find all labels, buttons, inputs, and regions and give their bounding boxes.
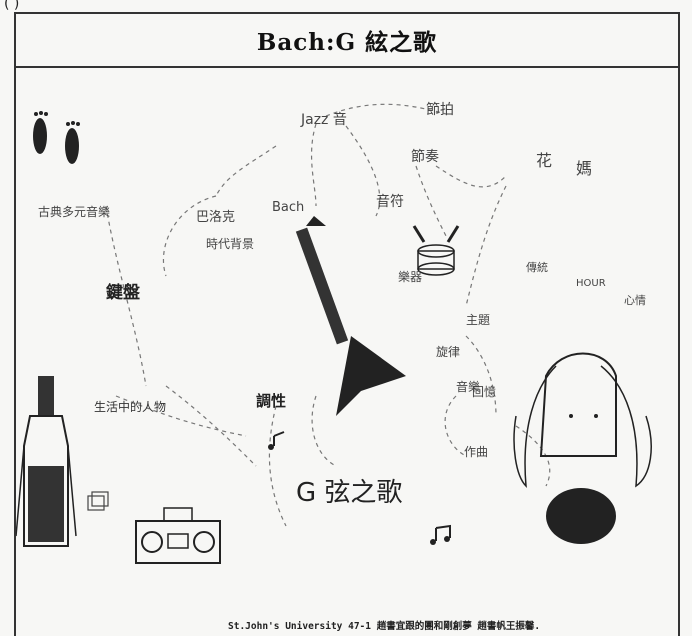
node-yinyue: 音樂 xyxy=(456,379,480,394)
connector xyxy=(345,125,381,217)
node-leftnote: 古典多元音樂 xyxy=(38,204,110,219)
node-jiezou: 節奏 xyxy=(411,148,439,165)
node-diaoxing: 調性 xyxy=(256,392,286,410)
node-instrument: 鍵盤 xyxy=(106,282,141,303)
mindmap-area: Jazz 音 節拍 節奏 音符 花 媽 古典多元音樂 巴洛克 Bach 時代背景… xyxy=(16,66,678,636)
node-life: 生活中的人物 xyxy=(94,399,166,414)
node-zhuti: 主題 xyxy=(466,313,490,327)
connector xyxy=(268,405,287,527)
drum-icon xyxy=(412,225,460,276)
node-mama: 媽 xyxy=(576,159,592,178)
connector xyxy=(444,395,467,457)
footer-credit: St.John's University 47-1 趙書宜跟的團和剛創夢 趙書帆… xyxy=(228,621,541,632)
node-xuanlv: 旋律 xyxy=(436,345,460,359)
node-yuewu: 樂器 xyxy=(398,269,422,284)
connector xyxy=(325,103,447,117)
footprints-icon xyxy=(33,111,80,164)
connector xyxy=(465,335,497,417)
title-bar: Bach:G 絃之歌 xyxy=(16,14,678,68)
node-times: 時代背景 xyxy=(206,237,254,251)
node-baroque: 巴洛克 xyxy=(196,210,235,225)
node-feel: 心情 xyxy=(624,294,646,307)
connector xyxy=(215,145,277,197)
connector xyxy=(310,123,317,207)
worksheet-frame: Bach:G 絃之歌 xyxy=(14,12,680,636)
connector xyxy=(415,165,447,237)
node-center: G 弦之歌 xyxy=(296,478,402,508)
node-hua: 花 xyxy=(536,151,552,170)
connector xyxy=(465,185,507,307)
connector xyxy=(435,165,507,188)
bottle-icon xyxy=(16,376,77,547)
guitar-icon xyxy=(295,216,406,416)
connector xyxy=(311,395,337,467)
corner-text: ( ) xyxy=(4,0,20,12)
node-jazz: Jazz 音 xyxy=(300,111,347,128)
node-jieqi: 節拍 xyxy=(426,101,454,118)
radio-icon xyxy=(135,507,221,564)
node-chuantong: 傳統 xyxy=(526,260,548,274)
node-huiyi: 回憶 xyxy=(472,384,496,399)
node-bach: Bach xyxy=(272,200,304,215)
gift-box-icon xyxy=(87,491,109,511)
page-title: Bach:G 絃之歌 xyxy=(256,29,438,56)
mindmap-drawing: Jazz 音 節拍 節奏 音符 花 媽 古典多元音樂 巴洛克 Bach 時代背景… xyxy=(16,101,652,564)
connector xyxy=(165,385,257,467)
connector xyxy=(162,195,217,277)
music-note-icon xyxy=(268,431,451,545)
girl-doodle-icon xyxy=(513,352,652,544)
node-zuoqu: 作曲 xyxy=(464,445,488,459)
node-hours: HOUR xyxy=(576,278,606,289)
connector xyxy=(115,395,247,437)
node-yinfu: 音符 xyxy=(376,193,404,210)
connector xyxy=(105,205,147,387)
